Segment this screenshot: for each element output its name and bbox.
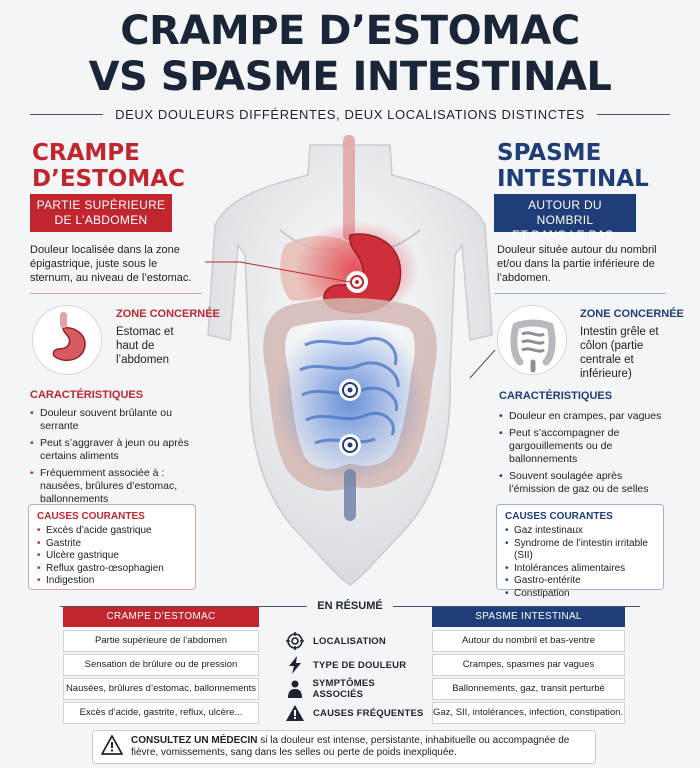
warning-rest: si la douleur est intense, persistante, … — [131, 734, 570, 759]
summary-left-cell: Excès d’acide, gastrite, reflux, ulcère.… — [63, 702, 259, 724]
summary-left-cell: Nausées, brûlures d’estomac, ballonnemen… — [63, 678, 259, 700]
left-characteristic-item: Fréquemment associée à : nausées, brûlur… — [30, 467, 198, 506]
right-divider-1 — [494, 293, 666, 294]
right-causes-label: CAUSES COURANTES — [505, 511, 613, 522]
stomach-thumbnail — [32, 305, 102, 375]
summary-row-label: SYMPTÔMES ASSOCIÉS — [285, 678, 425, 700]
right-cause-item: Intolérances alimentaires — [505, 563, 655, 576]
right-characteristics-label: CARACTÉRISTIQUES — [499, 390, 613, 402]
summary-title: EN RÉSUMÉ — [317, 600, 383, 612]
summary-row-label-text: TYPE DE DOULEUR — [313, 659, 407, 671]
summary-row-label: CAUSES FRÉQUENTES — [285, 702, 425, 724]
right-cause-item: Syndrome de l’intestin irritable (SII) — [505, 538, 655, 563]
subtitle-rule-left — [30, 113, 104, 115]
right-cause-item: Gastro-entérite — [505, 575, 655, 588]
left-heading: CRAMPE D’ESTOMAC — [32, 140, 185, 192]
summary-row-label-text: CAUSES FRÉQUENTES — [313, 707, 424, 719]
left-causes-label: CAUSES COURANTES — [37, 511, 145, 522]
summary-left-header: CRAMPE D’ESTOMAC — [63, 607, 259, 627]
right-heading-line1: SPASME — [497, 140, 602, 166]
summary-right-cell: Gaz, SII, intolérances, infection, const… — [432, 702, 625, 724]
abdomen-illustration — [207, 135, 493, 586]
summary-row-label-text: SYMPTÔMES ASSOCIÉS — [312, 678, 375, 700]
subtitle-text: DEUX DOULEURS DIFFÉRENTES, DEUX LOCALISA… — [115, 106, 585, 122]
left-heading-line2: D’ESTOMAC — [32, 166, 185, 192]
intestine-icon — [510, 319, 556, 373]
target-marker-lower-belly — [339, 434, 361, 456]
left-zone-label: ZONE CONCERNÉE — [116, 308, 220, 320]
subtitle: DEUX DOULEURS DIFFÉRENTES, DEUX LOCALISA… — [30, 104, 670, 124]
warning-text: CONSULTEZ UN MÉDECIN si la douleur est i… — [131, 735, 587, 760]
summary-rule-right — [392, 605, 640, 607]
warning-icon — [101, 734, 123, 760]
subtitle-rule-right — [596, 113, 670, 115]
right-cause-item: Constipation — [505, 588, 655, 601]
summary-right-cell: Autour du nombril et bas-ventre — [432, 630, 625, 652]
right-zone-label: ZONE CONCERNÉE — [580, 308, 684, 320]
right-zone-text: Intestin grêle et côlon (partie centrale… — [580, 326, 659, 380]
right-causes-list: Gaz intestinaux Syndrome de l’intestin i… — [505, 525, 655, 601]
right-badge-line1: AUTOUR DU NOMBRIL — [528, 198, 602, 227]
target-marker-stomach — [346, 271, 368, 293]
left-cause-item: Excès d’acide gastrique — [37, 525, 187, 538]
left-heading-line1: CRAMPE — [32, 140, 140, 166]
left-cause-item: Reflux gastro-œsophagien — [37, 563, 187, 576]
left-characteristic-item: Douleur souvent brûlante ou serrante — [30, 407, 198, 433]
left-characteristics-label: CARACTÉRISTIQUES — [30, 389, 144, 401]
right-characteristic-item: Peut s’accompagner de gargouillements ou… — [499, 427, 667, 466]
left-cause-item: Indigestion — [37, 575, 187, 588]
right-characteristic-item: Souvent soulagée après l’émission de gaz… — [499, 470, 667, 496]
left-zone-text: Estomac et haut de l’abdomen — [116, 326, 174, 366]
right-heading-line2: INTESTINAL — [497, 166, 649, 192]
right-characteristics-list: Douleur en crampes, par vagues Peut s’ac… — [499, 410, 667, 500]
right-location-badge: AUTOUR DU NOMBRIL ET DANS LE BAS-VENTRE — [494, 194, 636, 257]
right-cause-item: Gaz intestinaux — [505, 525, 655, 538]
left-badge-line2: DE L’ABDOMEN — [54, 213, 148, 227]
page-title-line2: VS SPASME INTESTINAL — [88, 54, 612, 100]
intestine-thumbnail — [497, 305, 567, 375]
right-description: Douleur située autour du nombril et/ou d… — [497, 244, 657, 284]
medical-warning: CONSULTEZ UN MÉDECIN si la douleur est i… — [92, 730, 596, 764]
summary-row-label: TYPE DE DOULEUR — [285, 654, 425, 676]
warning-icon — [285, 703, 305, 723]
warning-bold: CONSULTEZ UN MÉDECIN — [131, 734, 258, 746]
summary-right-cell: Crampes, spasmes par vagues — [432, 654, 625, 676]
right-badge-line2: ET DANS LE BAS-VENTRE — [512, 228, 618, 257]
target-icon — [285, 631, 305, 651]
left-location-badge: PARTIE SUPÉRIEURE DE L’ABDOMEN — [30, 194, 172, 232]
right-characteristic-item: Douleur en crampes, par vagues — [499, 410, 667, 423]
summary-title-row: EN RÉSUMÉ — [60, 598, 640, 614]
page-title-line1: CRAMPE D’ESTOMAC — [120, 8, 580, 54]
left-causes-list: Excès d’acide gastrique Gastrite Ulcère … — [37, 525, 187, 588]
right-heading: SPASME INTESTINAL — [497, 140, 649, 192]
left-badge-line1: PARTIE SUPÉRIEURE — [36, 198, 166, 212]
summary-row-label-text: LOCALISATION — [313, 635, 386, 647]
summary-right-cell: Ballonnements, gaz, transit perturbé — [432, 678, 625, 700]
target-marker-navel — [339, 379, 361, 401]
lightning-icon — [285, 655, 305, 675]
left-divider-1 — [30, 293, 202, 294]
connector-left — [205, 261, 351, 283]
person-icon — [285, 679, 304, 699]
left-cause-item: Ulcère gastrique — [37, 550, 187, 563]
left-characteristic-item: Peut s’aggraver à jeun ou après certains… — [30, 437, 198, 463]
summary-left-cell: Partie supérieure de l’abdomen — [63, 630, 259, 652]
right-causes-box: CAUSES COURANTES Gaz intestinaux Syndrom… — [496, 504, 664, 600]
connector-right — [469, 349, 496, 379]
left-characteristics-list: Douleur souvent brûlante ou serrante Peu… — [30, 407, 198, 510]
left-cause-item: Gastrite — [37, 538, 187, 551]
left-causes-box: CAUSES COURANTES Excès d’acide gastrique… — [28, 504, 196, 590]
summary-right-header: SPASME INTESTINAL — [432, 607, 625, 627]
summary-rule-left — [60, 605, 308, 607]
summary-left-cell: Sensation de brûlure ou de pression — [63, 654, 259, 676]
summary-row-label: LOCALISATION — [285, 630, 425, 652]
left-description: Douleur localisée dans la zone épigastri… — [30, 244, 192, 284]
esophagus-shape — [343, 135, 355, 240]
stomach-icon — [52, 312, 86, 362]
